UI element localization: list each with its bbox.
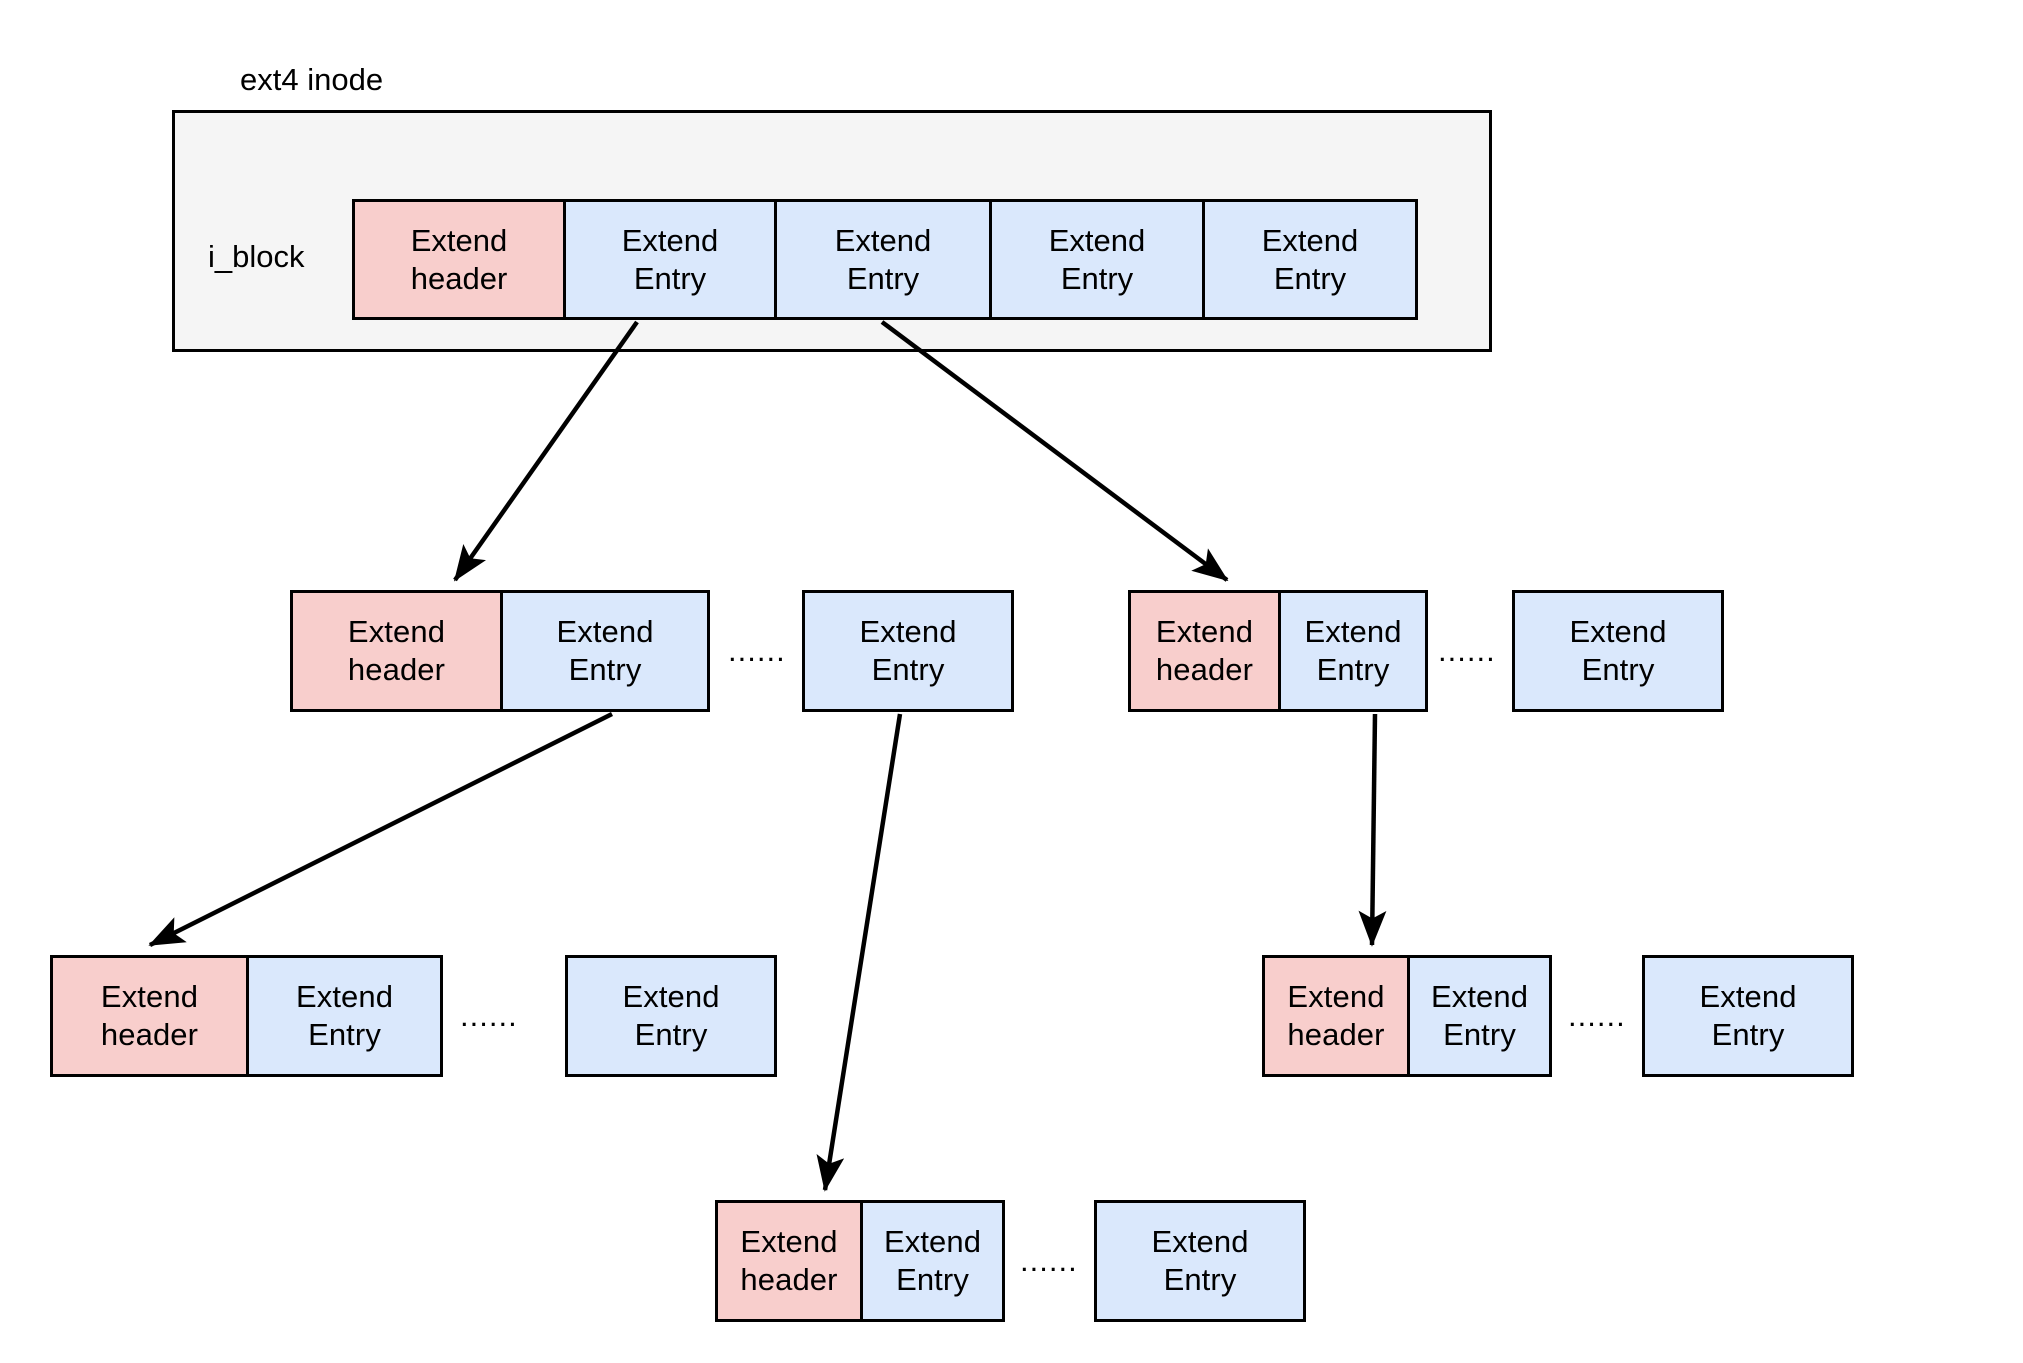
level2-node-1-header[interactable]: Extend header bbox=[293, 593, 500, 709]
level4-node-1-ellipsis: ...... bbox=[1020, 1243, 1078, 1278]
level3-node-2-ellipsis: ...... bbox=[1568, 998, 1626, 1033]
level2-node-2-entry-first[interactable]: Extend Entry bbox=[1278, 593, 1425, 709]
level4-node-1-entry-first[interactable]: Extend Entry bbox=[860, 1203, 1002, 1319]
arrow-level2-node-1-tail-to-level4-node-1 bbox=[816, 713, 903, 1192]
inode-extent-header[interactable]: Extend header bbox=[355, 202, 563, 317]
inode-extent-entry-1[interactable]: Extend Entry bbox=[563, 202, 774, 317]
level3-node-2-entry-first[interactable]: Extend Entry bbox=[1407, 958, 1549, 1074]
level4-node-1-entry-last[interactable]: Extend Entry bbox=[1094, 1200, 1306, 1322]
level2-node-1: Extend header Extend Entry bbox=[290, 590, 710, 712]
level2-node-1-entry-first[interactable]: Extend Entry bbox=[500, 593, 707, 709]
level3-node-2-header[interactable]: Extend header bbox=[1265, 958, 1407, 1074]
arrow-inode-to-level2-node-2 bbox=[880, 320, 1229, 582]
level3-node-1-entry-first[interactable]: Extend Entry bbox=[246, 958, 440, 1074]
level2-node-1-ellipsis: ...... bbox=[728, 633, 786, 668]
level2-node-2-ellipsis: ...... bbox=[1438, 633, 1496, 668]
i-block-cell-row: Extend header Extend Entry Extend Entry … bbox=[352, 199, 1418, 320]
level2-node-2: Extend header Extend Entry bbox=[1128, 590, 1428, 712]
arrow-level2-node-1-to-level3-node-1 bbox=[148, 711, 614, 948]
inode-title: ext4 inode bbox=[240, 62, 384, 97]
level4-node-1: Extend header Extend Entry bbox=[715, 1200, 1005, 1322]
level3-node-1: Extend header Extend Entry bbox=[50, 955, 443, 1077]
i-block-label: i_block bbox=[208, 239, 305, 274]
arrow-inode-to-level2-node-1 bbox=[453, 320, 639, 582]
level2-node-1-entry-last[interactable]: Extend Entry bbox=[802, 590, 1014, 712]
level3-node-2-entry-last[interactable]: Extend Entry bbox=[1642, 955, 1854, 1077]
level3-node-1-ellipsis: ...... bbox=[460, 998, 518, 1033]
level3-node-2: Extend header Extend Entry bbox=[1262, 955, 1552, 1077]
inode-extent-entry-3[interactable]: Extend Entry bbox=[989, 202, 1202, 317]
inode-extent-entry-2[interactable]: Extend Entry bbox=[774, 202, 989, 317]
inode-extent-entry-4[interactable]: Extend Entry bbox=[1202, 202, 1415, 317]
level3-node-1-entry-last[interactable]: Extend Entry bbox=[565, 955, 777, 1077]
level4-node-1-header[interactable]: Extend header bbox=[718, 1203, 860, 1319]
level2-node-2-header[interactable]: Extend header bbox=[1131, 593, 1278, 709]
arrow-level2-node-2-to-level3-node-2 bbox=[1358, 713, 1387, 947]
level3-node-1-header[interactable]: Extend header bbox=[53, 958, 246, 1074]
level2-node-2-entry-last[interactable]: Extend Entry bbox=[1512, 590, 1724, 712]
